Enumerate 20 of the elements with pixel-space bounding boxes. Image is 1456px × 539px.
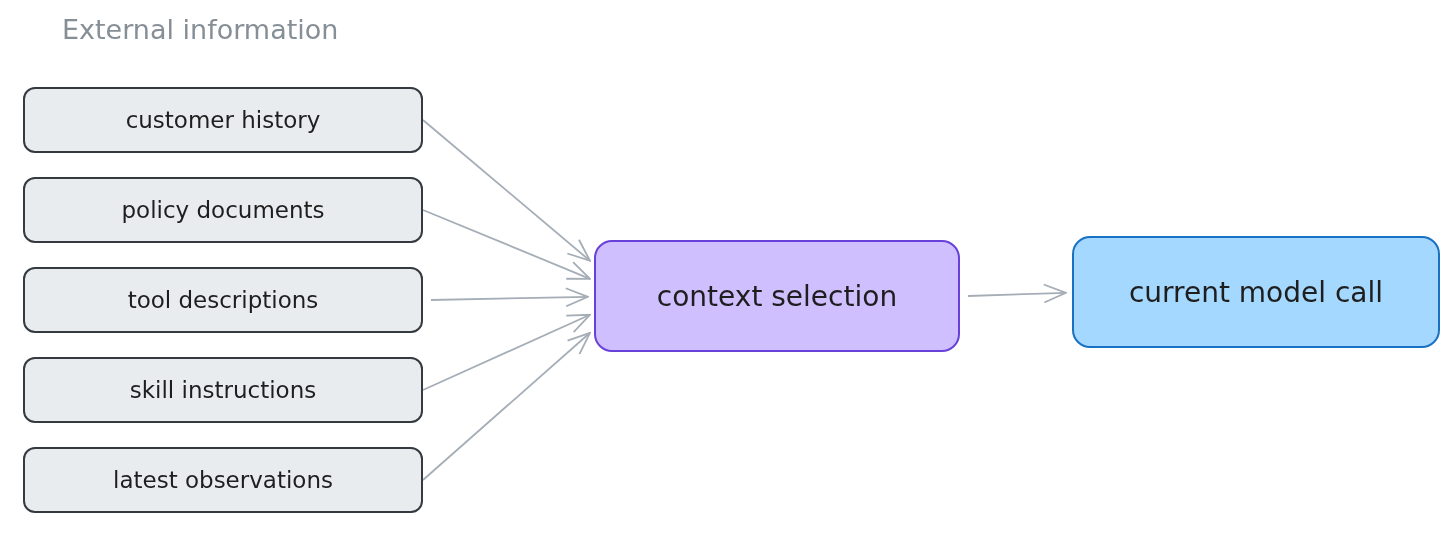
node-label: customer history <box>125 107 321 133</box>
arrow <box>422 313 591 391</box>
group-heading: External information <box>62 14 339 45</box>
source-box <box>23 357 423 423</box>
arrow <box>422 209 591 280</box>
node-label: tool descriptions <box>127 287 319 313</box>
source-box <box>23 177 423 243</box>
source-box <box>23 87 423 153</box>
arrow <box>430 287 589 308</box>
node-label: current model call <box>1128 275 1384 309</box>
arrow <box>967 283 1067 304</box>
source-box <box>23 267 423 333</box>
node-label: context selection <box>656 279 898 313</box>
arrow <box>422 119 591 262</box>
process-box <box>594 240 960 352</box>
node-label: skill instructions <box>129 377 317 403</box>
node-label: policy documents <box>121 197 325 223</box>
source-box <box>23 447 423 513</box>
output-box <box>1072 236 1440 348</box>
node-label: latest observations <box>113 467 333 493</box>
